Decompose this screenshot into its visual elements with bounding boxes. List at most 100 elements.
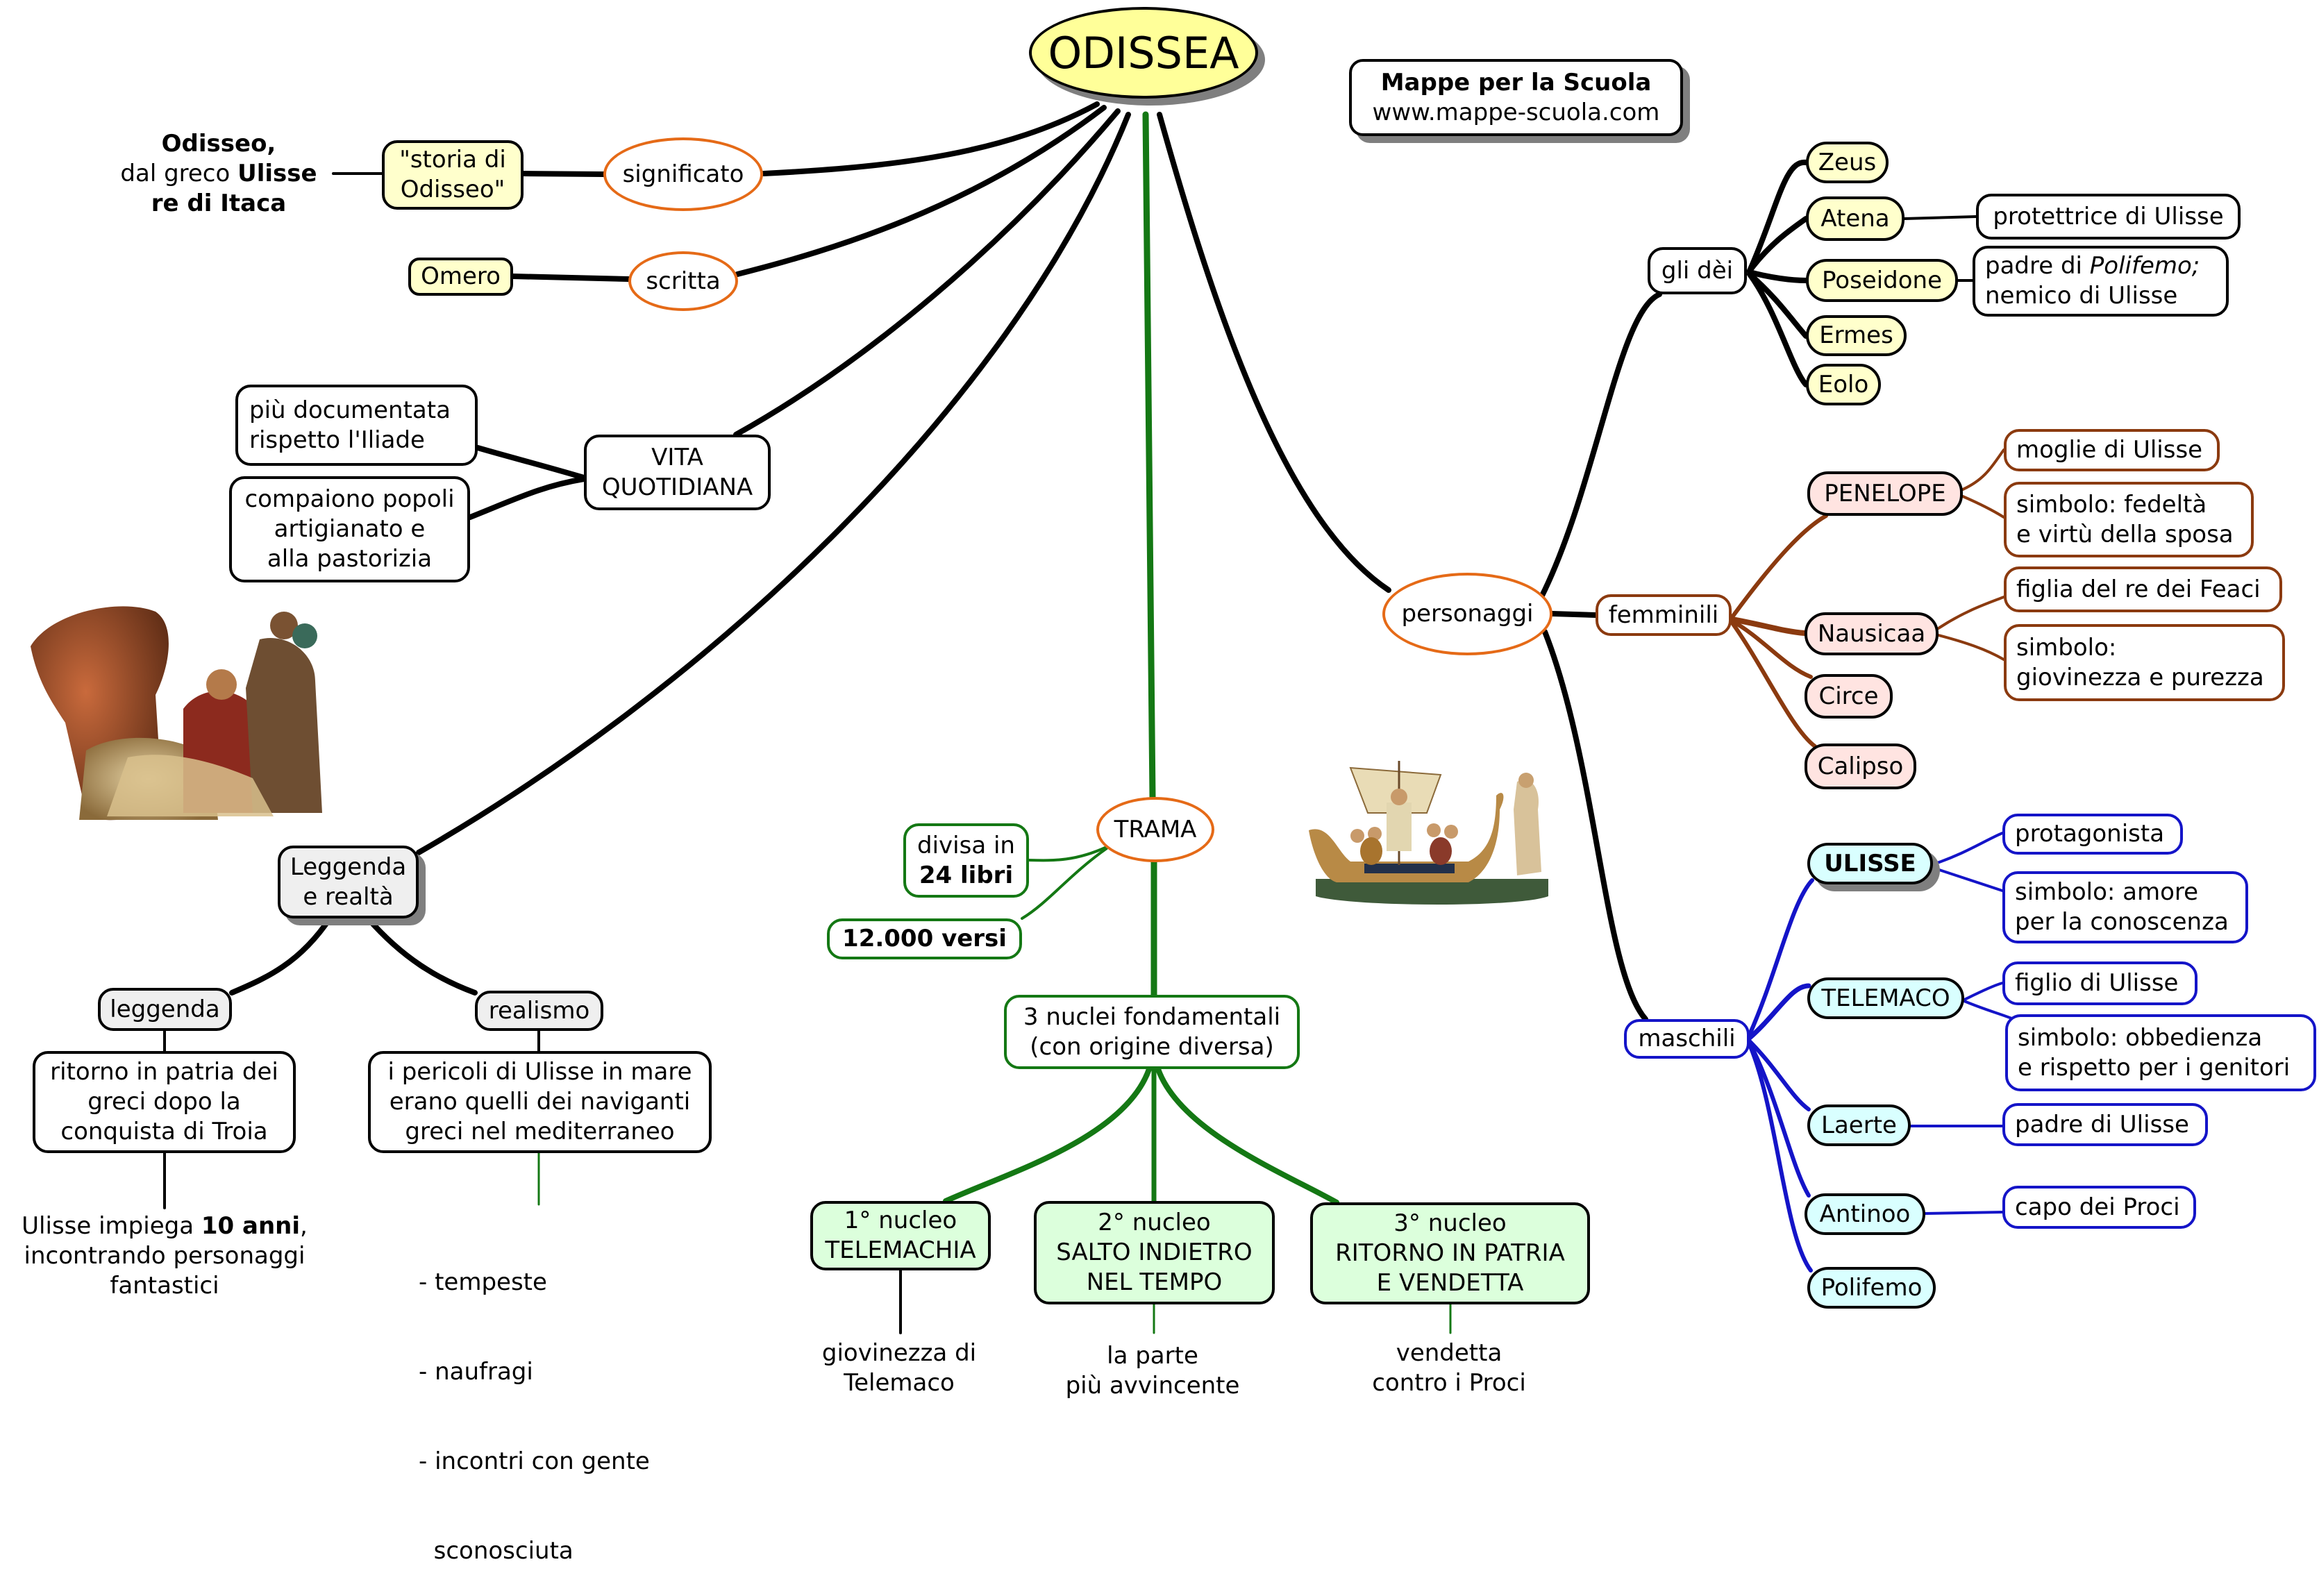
node-line: rispetto l'Iliade (249, 426, 425, 454)
nucleo-2-note: la parte più avvincente (1048, 1341, 1257, 1401)
link-dei-zeus (1747, 159, 1809, 274)
node-line: E VENDETTA (1376, 1269, 1524, 1297)
polifemo-node[interactable]: Polifemo (1807, 1267, 1936, 1309)
node-line: moglie di Ulisse (2016, 436, 2203, 464)
nucleo-3-note: vendetta contro i Proci (1345, 1338, 1553, 1398)
penelope-note-2[interactable]: simbolo: fedeltà e virtù della sposa (2004, 482, 2254, 557)
link-femminili-calipso (1730, 620, 1817, 748)
versi-node[interactable]: 12.000 versi (827, 918, 1022, 959)
credits-box: Mappe per la Scuola www.mappe-scuola.com (1349, 59, 1683, 136)
node-line: greci nel mediterraneo (405, 1118, 675, 1145)
femminili-node[interactable]: femminili (1596, 594, 1732, 636)
god-ermes[interactable]: Ermes (1806, 315, 1907, 356)
god-zeus[interactable]: Zeus (1806, 142, 1889, 183)
link-telemaco-figlio (1963, 982, 2004, 1001)
laerte-note[interactable]: padre di Ulisse (2002, 1103, 2208, 1146)
nucleo-3-node[interactable]: 3° nucleo RITORNO IN PATRIA E VENDETTA (1310, 1202, 1590, 1304)
node-line: QUOTIDIANA (601, 473, 753, 501)
telemaco-node[interactable]: TELEMACO (1807, 977, 1964, 1019)
trama-node[interactable]: TRAMA (1096, 797, 1214, 862)
divisa-24-libri-node[interactable]: divisa in 24 libri (903, 823, 1029, 898)
god-poseidone[interactable]: Poseidone (1806, 259, 1958, 302)
omero-node[interactable]: Omero (408, 258, 513, 296)
node-line: simbolo: fedeltà (2016, 490, 2207, 519)
note-line: contro i Proci (1372, 1369, 1526, 1397)
nucleo-1-node[interactable]: 1° nucleo TELEMACHIA (810, 1201, 991, 1270)
link-femminili-penelope (1730, 514, 1828, 620)
pericoli-di-ulisse-node[interactable]: i pericoli di Ulisse in mare erano quell… (368, 1051, 712, 1153)
nucleo-1-note: giovinezza di Telemaco (795, 1338, 1003, 1398)
gli-dei-node[interactable]: gli dèi (1648, 247, 1747, 294)
leggenda-e-realta-node[interactable]: Leggenda e realtà (278, 846, 419, 918)
polifemo-painting-icon (31, 606, 322, 821)
penelope-node[interactable]: PENELOPE (1807, 471, 1963, 516)
compaiono-popoli-node[interactable]: compaiono popoli artigianato e alla past… (229, 476, 470, 582)
node-line: 24 libri (919, 861, 1014, 889)
link-maschili-telemaco (1747, 983, 1811, 1041)
vita-quotidiana-node[interactable]: VITA QUOTIDIANA (584, 435, 771, 510)
laerte-node[interactable]: Laerte (1807, 1104, 1911, 1146)
node-line: e realtà (303, 882, 394, 911)
node-line: artigianato e (274, 515, 426, 543)
pericoli-list: - tempeste - naufragi - incontri con gen… (419, 1208, 696, 1596)
storia-di-odisseo-node[interactable]: "storia di Odisseo" (382, 140, 524, 210)
link-central-vita (733, 108, 1121, 437)
list-item: - naufragi (419, 1358, 533, 1386)
nausicaa-note-2[interactable]: simbolo: giovinezza e purezza (2004, 624, 2285, 701)
link-trama-versi (1021, 847, 1108, 920)
poseidone-note[interactable]: padre di Polifemo; nemico di Ulisse (1973, 246, 2229, 317)
realismo-node[interactable]: realismo (475, 991, 603, 1031)
link-leggenda-left (229, 916, 333, 996)
node-line: divisa in (917, 831, 1015, 859)
scritta-node[interactable]: scritta (628, 251, 738, 311)
note-line: vendetta (1396, 1339, 1502, 1367)
node-line: nemico di Ulisse (1985, 282, 2178, 310)
leggenda-node[interactable]: leggenda (98, 988, 232, 1031)
node-line: Leggenda (290, 852, 407, 881)
ritorno-in-patria-node[interactable]: ritorno in patria dei greci dopo la conq… (33, 1051, 296, 1153)
link-dei-atena (1747, 216, 1809, 274)
nausicaa-note-1[interactable]: figlia del re dei Feaci (2004, 566, 2282, 612)
node-label: TELEMACO (1821, 984, 1950, 1012)
node-line: "storia di (399, 146, 506, 174)
god-atena[interactable]: Atena (1806, 196, 1904, 241)
penelope-note-1[interactable]: moglie di Ulisse (2004, 429, 2220, 471)
central-topic[interactable]: ODISSEA (1029, 7, 1258, 99)
node-label: Poseidone (1821, 266, 1943, 294)
significato-node[interactable]: significato (603, 137, 763, 211)
link-personaggi-femminili (1550, 611, 1598, 618)
circe-node[interactable]: Circe (1805, 674, 1893, 719)
link-nuclei-1 (943, 1066, 1152, 1204)
personaggi-node[interactable]: personaggi (1382, 573, 1552, 655)
link-personaggi-dei (1539, 292, 1662, 600)
odisseo-note-line1: Odisseo, (161, 130, 276, 158)
god-eolo[interactable]: Eolo (1806, 364, 1881, 405)
node-line: e rispetto per i genitori (2018, 1053, 2291, 1082)
telemaco-note-2[interactable]: simbolo: obbedienza e rispetto per i gen… (2005, 1014, 2316, 1091)
link-central-scritta (735, 105, 1107, 277)
telemaco-note-1[interactable]: figlio di Ulisse (2002, 961, 2197, 1005)
calipso-node[interactable]: Calipso (1805, 744, 1916, 789)
nucleo-2-node[interactable]: 2° nucleo SALTO INDIETRO NEL TEMPO (1034, 1201, 1275, 1304)
node-line: TELEMACHIA (825, 1236, 976, 1264)
ulisse-node[interactable]: ULISSE (1807, 843, 1933, 884)
antinoo-node[interactable]: Antinoo (1805, 1193, 1925, 1235)
link-personaggi-maschili (1542, 629, 1648, 1022)
piu-documentata-node[interactable]: più documentata rispetto l'Iliade (235, 385, 478, 466)
credits-url[interactable]: www.mappe-scuola.com (1372, 98, 1660, 126)
node-label: personaggi (1401, 600, 1534, 628)
antinoo-note[interactable]: capo dei Proci (2002, 1186, 2196, 1229)
node-line: (con origine diversa) (1030, 1032, 1274, 1061)
ulisse-note-1[interactable]: protagonista (2002, 814, 2183, 855)
node-line: NEL TEMPO (1086, 1268, 1223, 1296)
node-line: simbolo: amore (2015, 878, 2199, 906)
node-line: Odisseo" (400, 176, 505, 203)
atena-note[interactable]: protettrice di Ulisse (1976, 194, 2241, 240)
node-label: realismo (488, 996, 590, 1025)
nausicaa-node[interactable]: Nausicaa (1805, 612, 1939, 655)
node-label: Circe (1818, 682, 1879, 710)
node-line: greci dopo la (87, 1088, 241, 1116)
tre-nuclei-node[interactable]: 3 nuclei fondamentali (con origine diver… (1004, 995, 1300, 1069)
ulisse-note-2[interactable]: simbolo: amore per la conoscenza (2002, 871, 2248, 943)
maschili-node[interactable]: maschili (1624, 1019, 1750, 1059)
